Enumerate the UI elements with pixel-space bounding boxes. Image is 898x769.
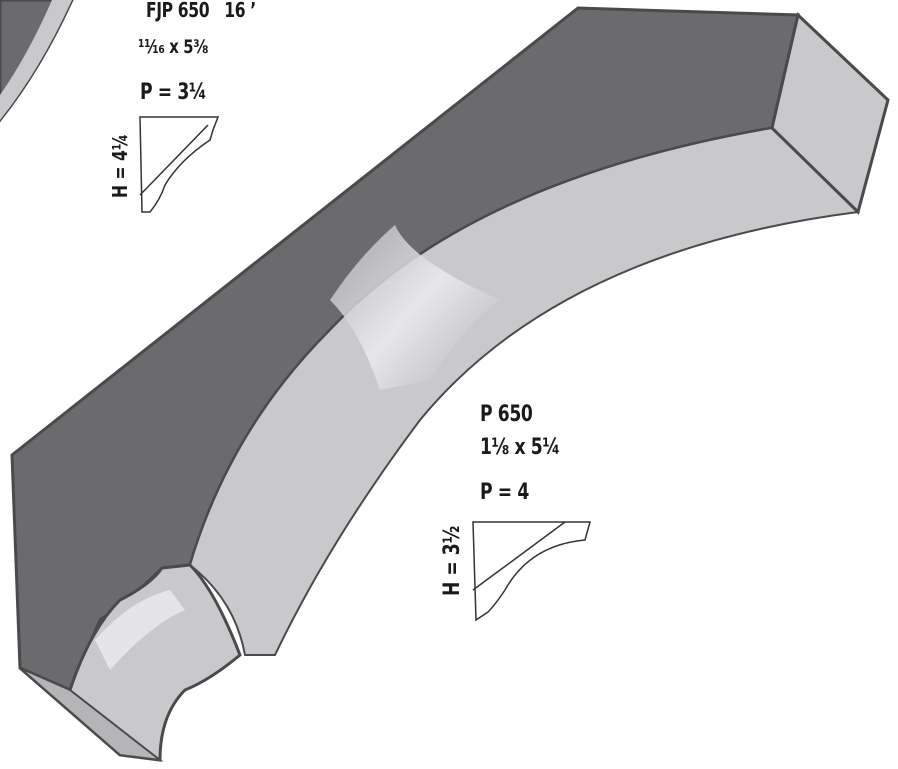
profile-underside xyxy=(19,667,164,762)
product-size-bottom: 1⅛ x 5¼ xyxy=(480,435,560,460)
projection-label-top: P = 3¼ xyxy=(140,80,207,105)
product-code-bottom: P 650 xyxy=(480,402,533,427)
crown-light-face xyxy=(188,126,861,656)
product-size-top: ¹¹⁄₁₆ x 5⅜ xyxy=(138,36,209,58)
height-label-bottom: H = 3½ xyxy=(440,525,465,596)
crown-end-cap xyxy=(770,12,890,215)
partial-molding-top-left-light xyxy=(0,0,72,120)
profile-diagram-bottom xyxy=(472,521,591,622)
height-label-top: H = 4¼ xyxy=(108,134,132,198)
profile-highlight xyxy=(95,590,185,670)
projection-label-bottom: P = 4 xyxy=(480,480,529,505)
product-code-top: FJP 650 16 ’ xyxy=(146,0,256,22)
crown-highlight-band xyxy=(330,225,500,390)
profile-diagram-top xyxy=(139,116,220,213)
